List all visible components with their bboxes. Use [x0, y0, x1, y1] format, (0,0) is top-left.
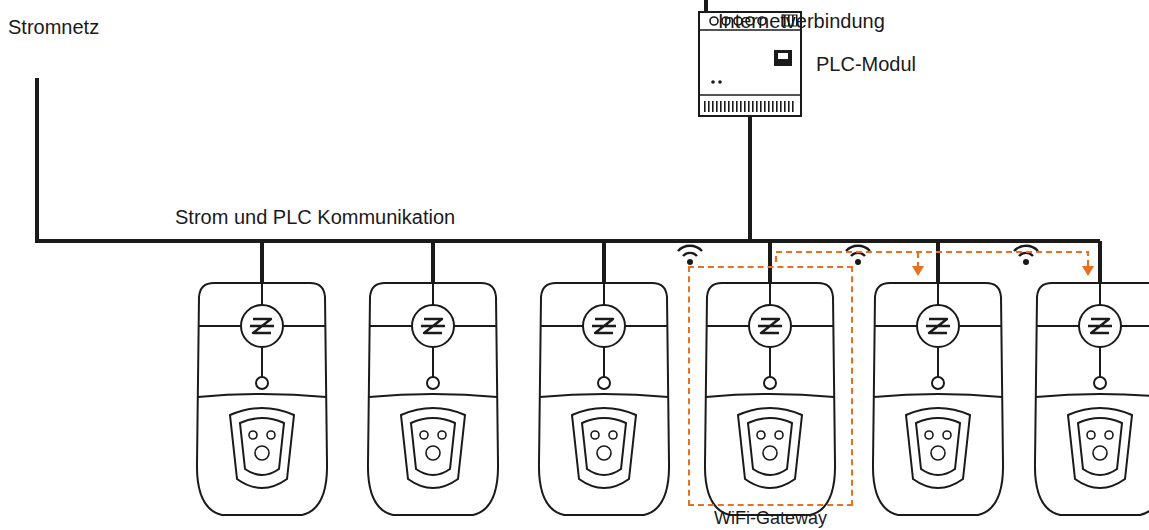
gateway-frame: WiFi-Gateway: [688, 266, 853, 506]
bus-label: Strom und PLC Kommunikation: [175, 206, 455, 229]
gateway-label: WiFi-Gateway: [714, 509, 827, 529]
internet-label: Internetverbindung: [718, 10, 885, 33]
grid-label: Stromnetz: [8, 16, 99, 39]
plc-module: PLC-Modul: [699, 12, 925, 116]
wallbox-chargers: [197, 283, 1149, 515]
wifi-forwarding-arrows: [776, 252, 1094, 276]
module-label: PLC-Modul: [816, 53, 925, 76]
power-wires: [37, 0, 1100, 283]
wifi-icons: [678, 246, 1038, 265]
